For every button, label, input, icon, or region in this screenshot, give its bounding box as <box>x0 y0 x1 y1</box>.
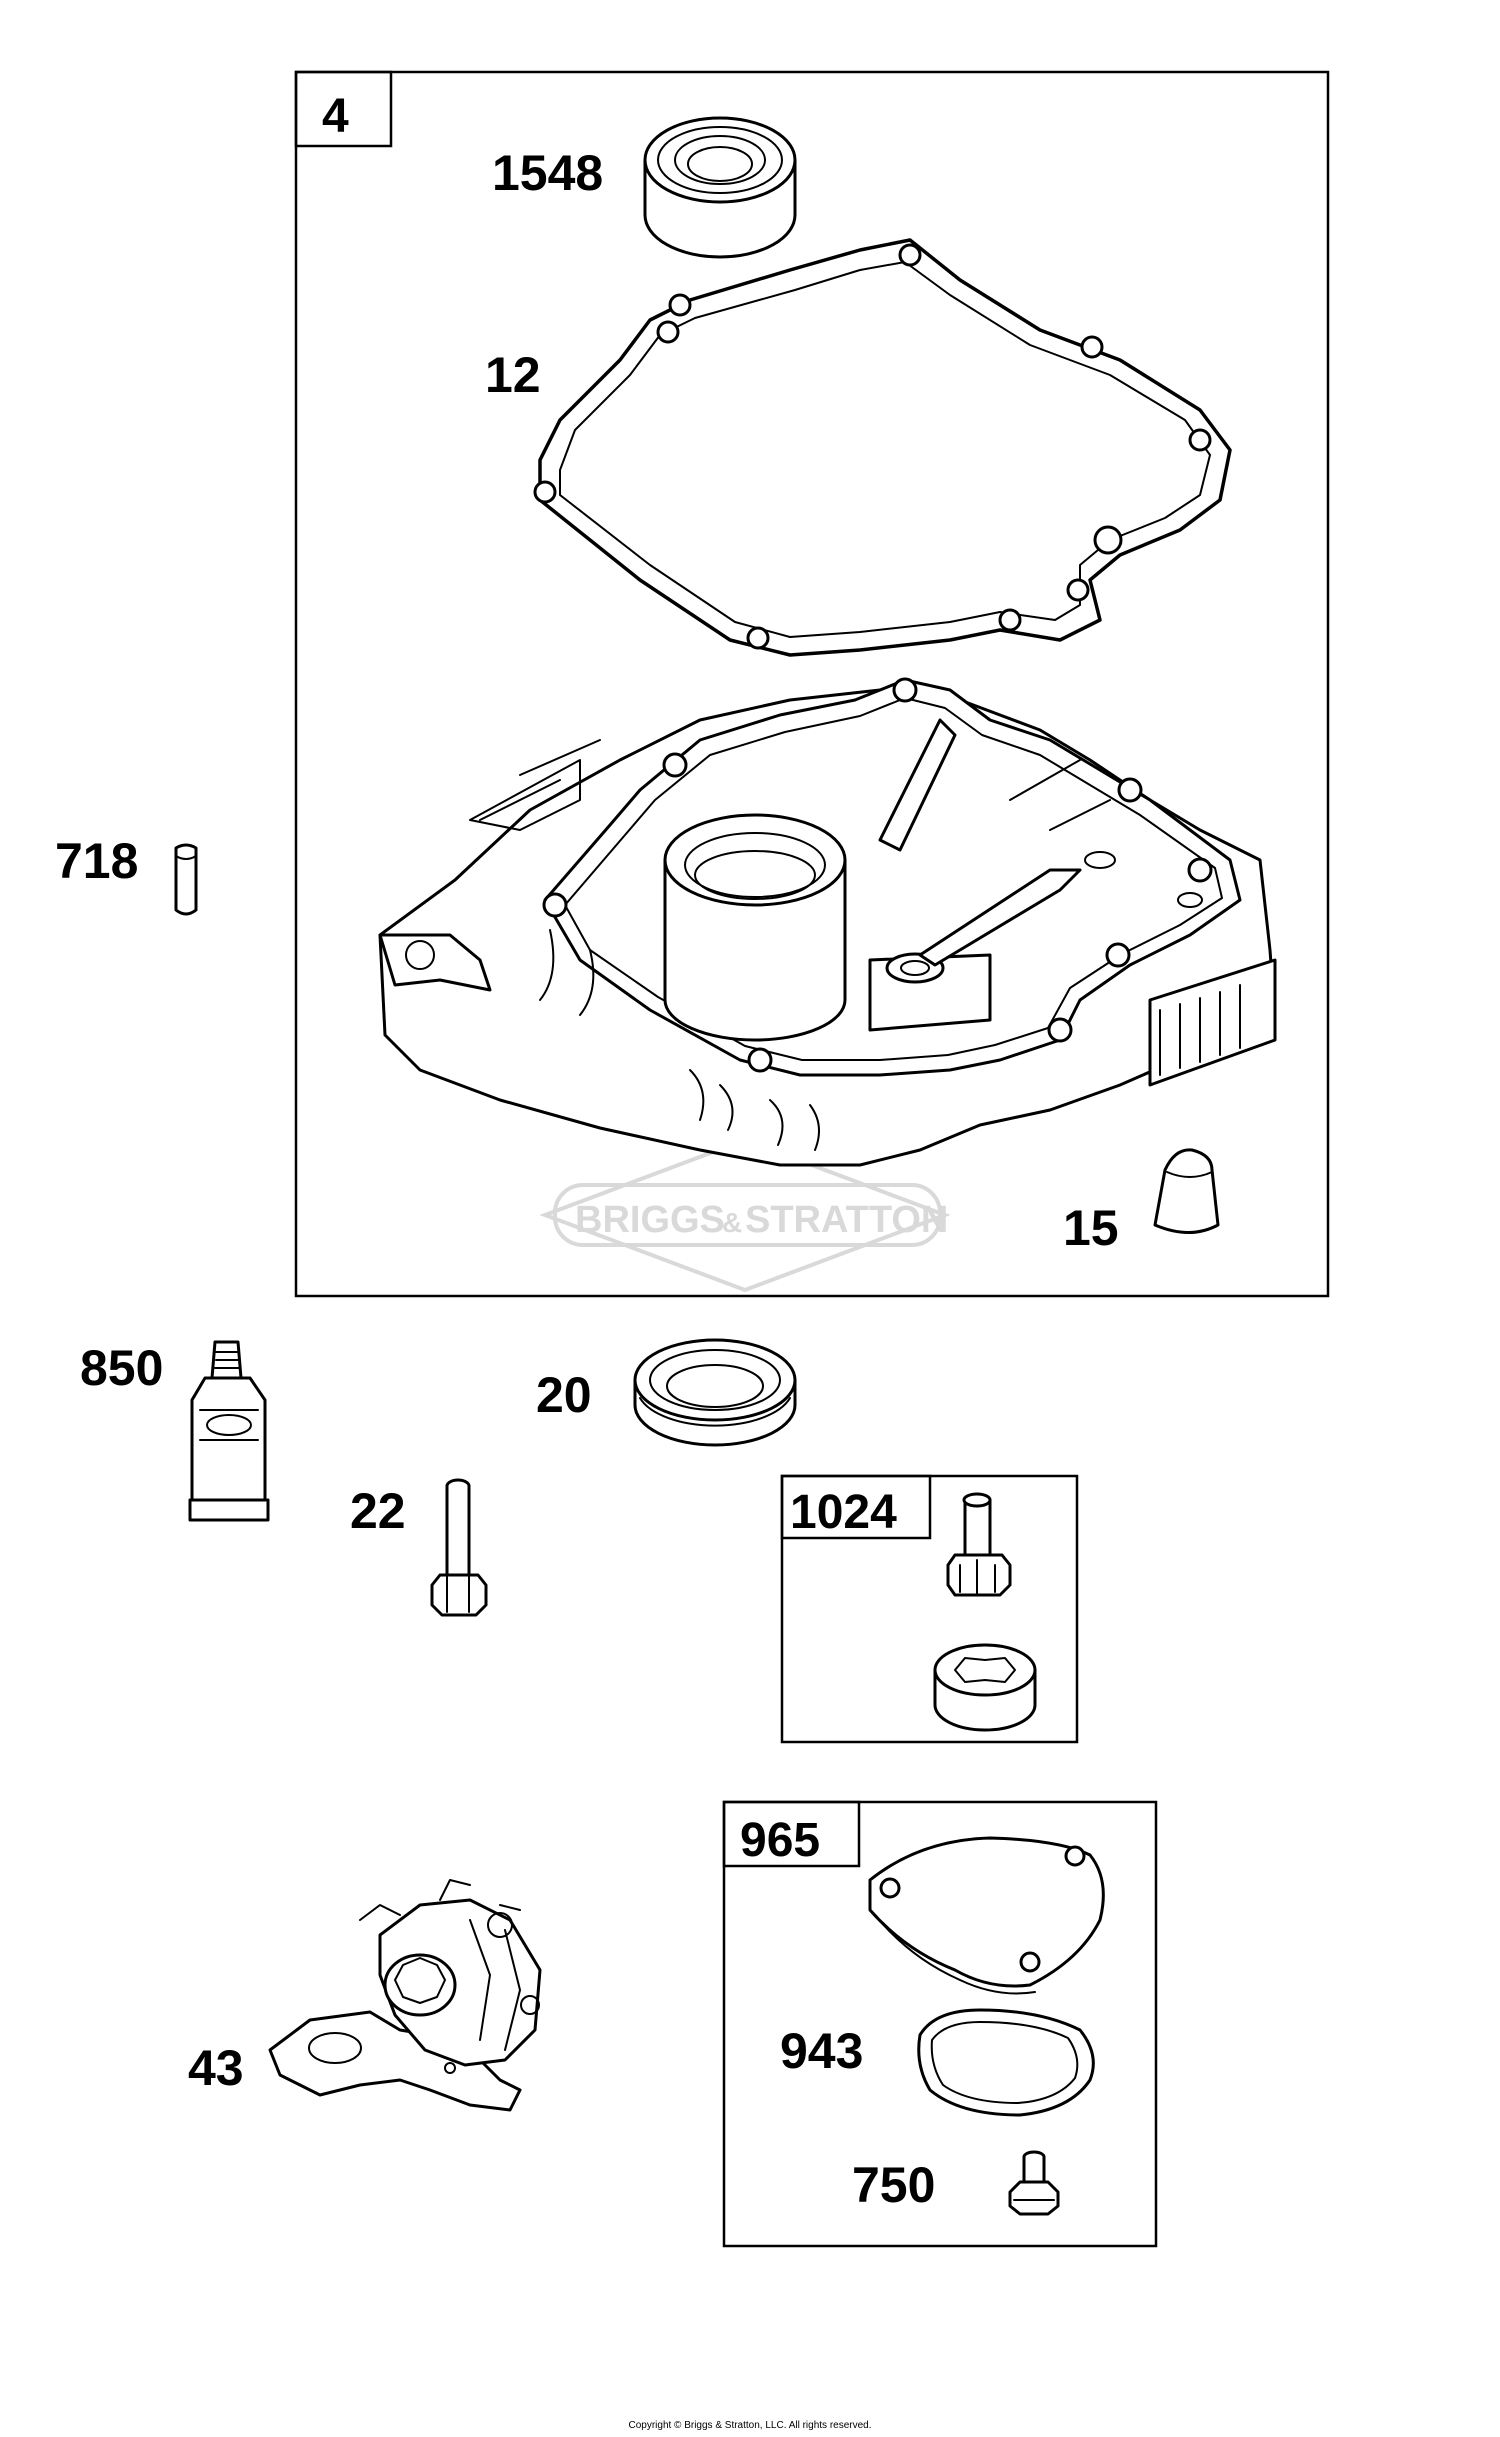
bolt-22[interactable]: 22 <box>350 1478 488 1617</box>
kit-965-label-box <box>722 1800 861 1868</box>
kit-965-group[interactable]: 965 943 750 <box>722 1800 1158 2248</box>
label-1024[interactable]: 1024 <box>790 1486 897 1539</box>
governor-43[interactable]: 43 <box>188 1879 542 2112</box>
kit-965-frame <box>722 1800 1158 2248</box>
kit-4-label[interactable]: 4 <box>322 90 349 143</box>
brand-watermark: BRIGGS & STRATTON <box>539 1137 951 1293</box>
kit-4-group: 4 <box>294 70 1330 1298</box>
label-22[interactable]: 22 <box>350 1483 406 1539</box>
watermark-brand-amp: & <box>722 1207 742 1238</box>
seal-20[interactable]: 20 <box>536 1338 797 1447</box>
cap-15[interactable]: 15 <box>1063 1148 1220 1256</box>
label-12[interactable]: 12 <box>485 347 541 403</box>
gasket-12[interactable]: 12 <box>485 238 1232 657</box>
label-20[interactable]: 20 <box>536 1367 592 1423</box>
kit-4-frame <box>294 70 1330 1298</box>
bearing-1548[interactable]: 1548 <box>492 116 797 259</box>
label-718[interactable]: 718 <box>55 833 138 889</box>
kit-1024-group[interactable]: 1024 <box>780 1474 1079 1744</box>
kit-4-label-box <box>294 70 393 148</box>
label-1548[interactable]: 1548 <box>492 145 603 201</box>
watermark-brand-right: STRATTON <box>745 1199 948 1241</box>
kit-1024-label-box <box>780 1474 932 1540</box>
label-750[interactable]: 750 <box>852 2157 935 2213</box>
label-15[interactable]: 15 <box>1063 1200 1119 1256</box>
label-43[interactable]: 43 <box>188 2040 244 2096</box>
copyright-text: Copyright © Briggs & Stratton, LLC. All … <box>628 2420 871 2431</box>
label-965[interactable]: 965 <box>740 1814 820 1867</box>
label-850[interactable]: 850 <box>80 1340 163 1396</box>
sealant-850[interactable]: 850 <box>80 1340 270 1522</box>
dowel-718[interactable]: 718 <box>55 833 198 916</box>
watermark-brand-left: BRIGGS <box>575 1199 725 1241</box>
label-943[interactable]: 943 <box>780 2023 863 2079</box>
crankcase-cover[interactable] <box>378 677 1277 1167</box>
